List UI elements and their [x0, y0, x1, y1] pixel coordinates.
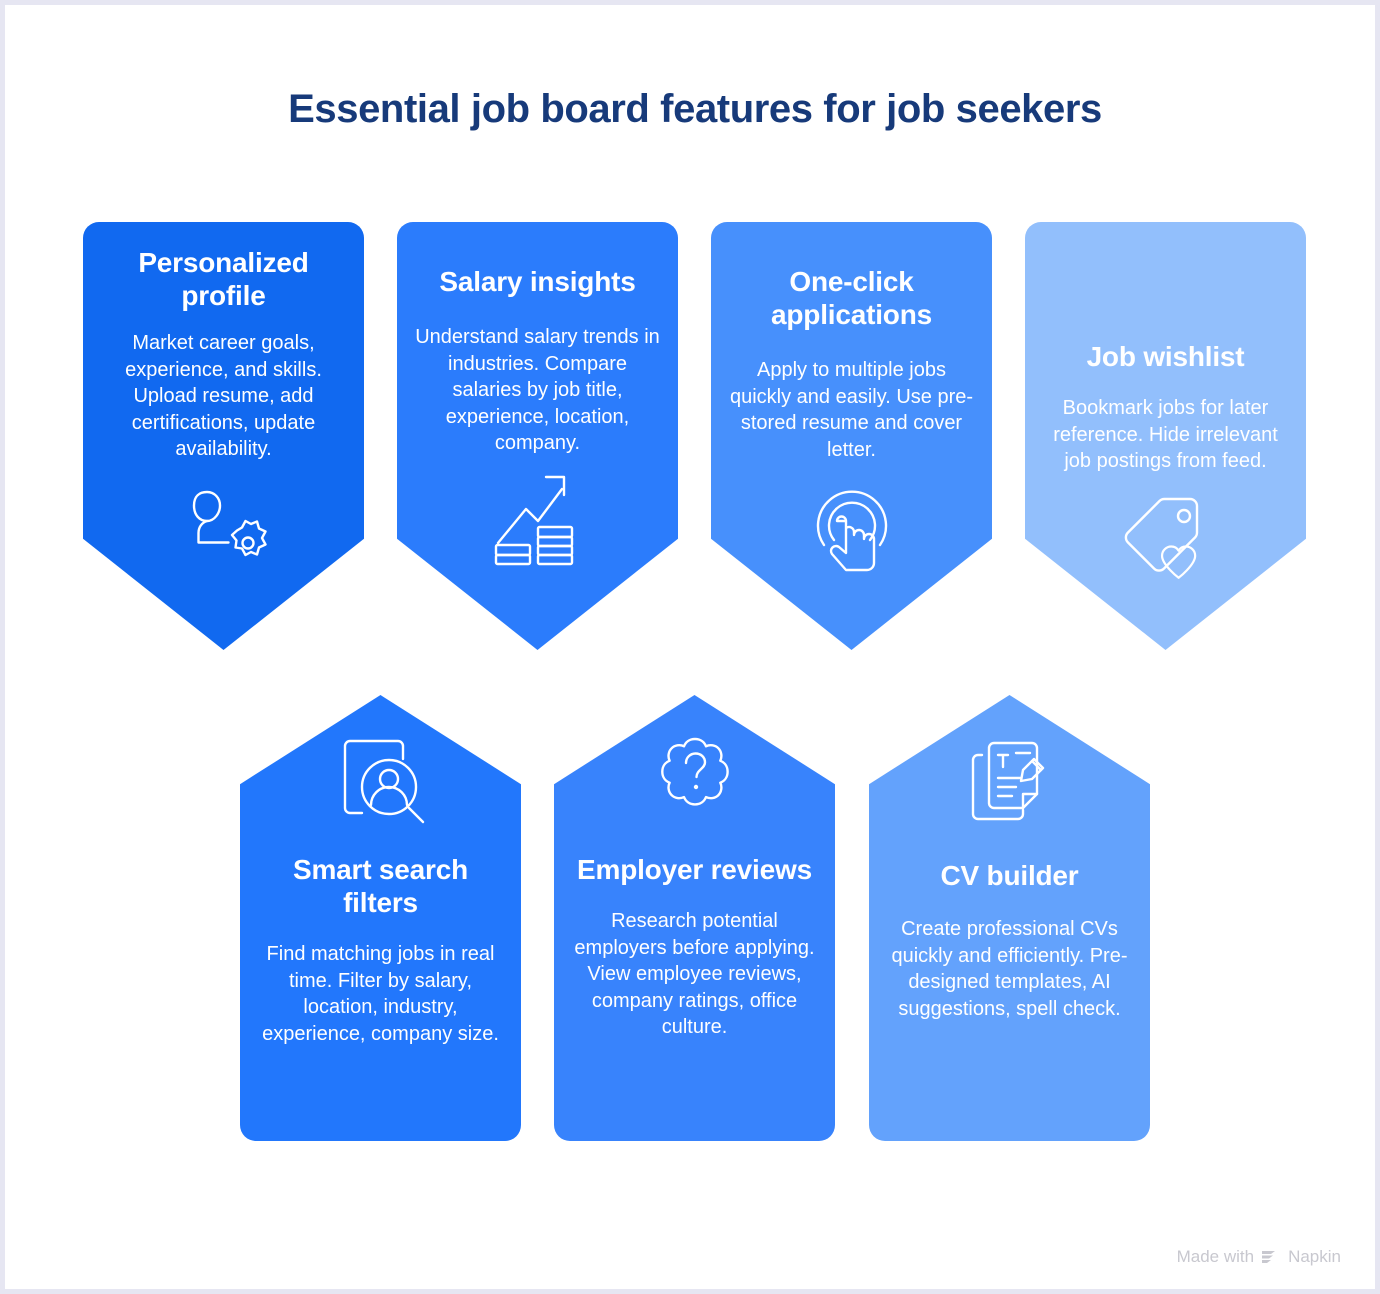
user-gear-icon: [174, 479, 274, 579]
feature-card-one-click-applications: One-click applications Apply to multiple…: [711, 222, 992, 650]
feature-card-body: Find matching jobs in real time. Filter …: [262, 943, 499, 1045]
document-pencil-icon: [960, 733, 1060, 833]
question-cloud-icon: [645, 733, 745, 833]
feature-card-body: Understand salary trends in industries. …: [415, 326, 660, 455]
feature-card-heading: One-click applications: [771, 266, 932, 331]
feature-card-personalized-profile: Personalized profile Market career goals…: [83, 222, 364, 650]
page-title: Essential job board features for job see…: [288, 87, 1102, 131]
watermark-prefix: Made with: [1176, 1247, 1255, 1266]
feature-card-heading: Employer reviews: [577, 854, 812, 885]
resume-search-icon: [331, 733, 431, 833]
feature-card-body: Apply to multiple jobs quickly and easil…: [729, 359, 974, 461]
feature-card-body: Market career goals, experience, and ski…: [125, 332, 322, 461]
napkin-watermark: Made with Napkin: [1177, 1247, 1341, 1267]
feature-card-employer-reviews: Employer reviews Research potential empl…: [554, 695, 835, 1141]
watermark-brand: Napkin: [1288, 1247, 1341, 1266]
feature-card-salary-insights: Salary insights Understand salary trends…: [397, 222, 678, 650]
napkin-logo-icon: [1261, 1249, 1281, 1265]
feature-card-job-wishlist: Job wishlist Bookmark jobs for later ref…: [1025, 222, 1306, 650]
growth-chart-coins-icon: [488, 469, 588, 569]
feature-card-cv-builder: CV builder Create professional CVs quick…: [869, 695, 1150, 1141]
tap-hand-icon: [802, 477, 902, 577]
feature-card-heading: Smart search filters: [292, 854, 469, 919]
feature-card-heading: Personalized profile: [138, 247, 309, 312]
feature-card-body: Bookmark jobs for later reference. Hide …: [1053, 397, 1278, 473]
feature-card-heading: Salary insights: [439, 266, 636, 297]
feature-card-body: Research potential employers before appl…: [574, 910, 815, 1039]
feature-card-heading: Job wishlist: [1086, 341, 1245, 372]
tag-heart-icon: [1116, 491, 1216, 591]
feature-card-heading: CV builder: [940, 860, 1079, 891]
feature-card-smart-search-filters: Smart search filters Find matching jobs …: [240, 695, 521, 1141]
feature-card-body: Create professional CVs quickly and effi…: [891, 918, 1128, 1020]
